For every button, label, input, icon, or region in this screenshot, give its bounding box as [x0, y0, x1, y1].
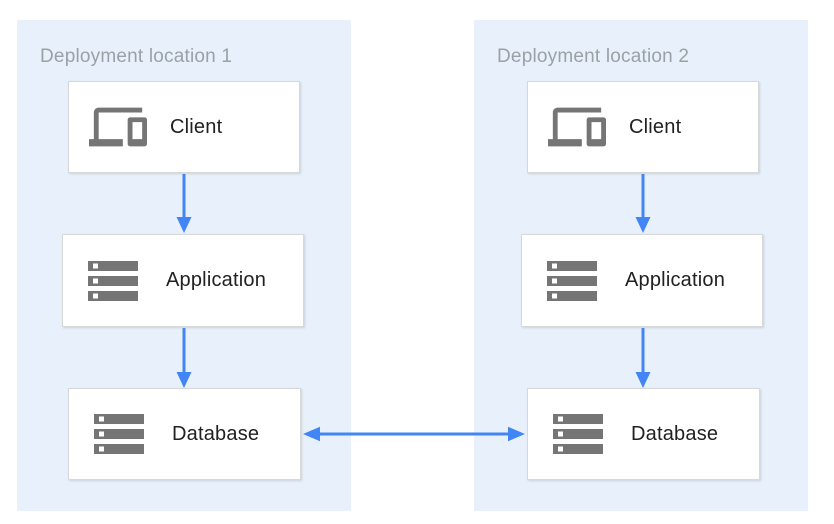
- node-label: Client: [170, 115, 223, 138]
- node-label: Application: [166, 269, 267, 291]
- panel-title: Deployment location 1: [40, 46, 233, 67]
- deployment-location-2-panel: Deployment location 2 Client Application…: [474, 20, 808, 511]
- node-label: Database: [631, 422, 719, 445]
- deployment-location-1-panel: Deployment location 1 Client Application…: [17, 20, 351, 511]
- devices-icon: [548, 107, 606, 147]
- node-application-2: Application: [521, 234, 763, 327]
- panel-title: Deployment location 2: [497, 46, 690, 67]
- storage-icon: [88, 260, 138, 301]
- storage-icon: [553, 414, 603, 454]
- node-label: Application: [625, 269, 726, 291]
- node-application-1: Application: [62, 234, 304, 327]
- node-label: Client: [629, 115, 682, 138]
- node-label: Database: [172, 422, 260, 445]
- node-client-2: Client: [527, 81, 759, 173]
- storage-icon: [547, 260, 597, 301]
- node-database-1: Database: [68, 388, 301, 480]
- storage-icon: [94, 414, 144, 454]
- devices-icon: [89, 107, 147, 147]
- node-database-2: Database: [527, 388, 760, 480]
- node-client-1: Client: [68, 81, 300, 173]
